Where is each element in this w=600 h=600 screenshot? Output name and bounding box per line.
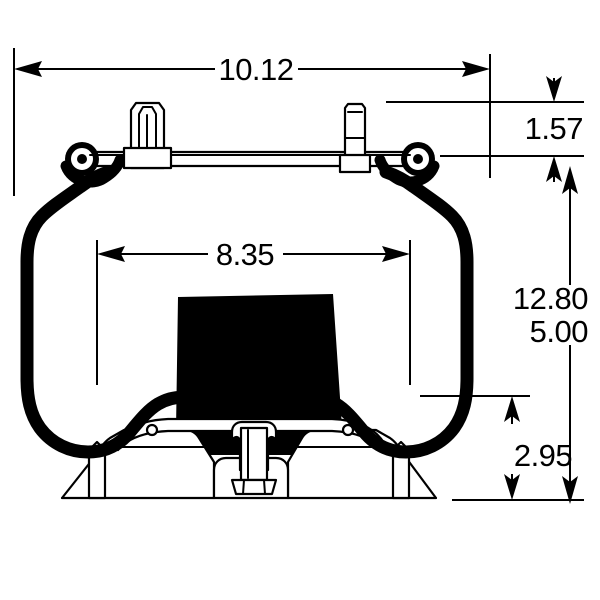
- dimension-label-extended-height: 12.80: [513, 281, 588, 316]
- air-stud-left-bore: [138, 106, 157, 149]
- arrow-head-top-overall-height: [562, 166, 578, 194]
- crimp-ring-right-inner: [413, 154, 423, 164]
- arrow-head-top-stud-height: [546, 76, 562, 102]
- dimension-piston-width: 8.35: [96, 237, 411, 385]
- base-left-wing: [60, 428, 216, 500]
- bolt-shaft: [239, 426, 269, 482]
- base-eyelet-right: [341, 423, 355, 437]
- dimension-label-piston-height: 2.95: [514, 438, 572, 473]
- dimension-overall-width: 10.12: [13, 48, 491, 196]
- bolt-nut-facet-right: [263, 479, 266, 495]
- mounting-stud-right: [338, 102, 372, 174]
- arrow-head-right-overall-width: [462, 61, 490, 77]
- base-eyelet-left: [145, 423, 159, 437]
- air-stud-left: [122, 101, 173, 170]
- piston-body: [173, 294, 350, 455]
- bead-plate-assembly: [60, 142, 440, 188]
- dimension-label-compressed-height: 5.00: [530, 314, 589, 349]
- dimension-piston-height: 2.95: [420, 395, 584, 501]
- dimension-label-stud-height: 1.57: [525, 111, 583, 146]
- air-stud-left-collar: [122, 146, 173, 170]
- center-bolt-assembly: [230, 420, 278, 496]
- rubber-bellows: [20, 165, 474, 459]
- arrow-head-bottom-stud-height: [546, 156, 562, 182]
- dimension-label-overall-width: 10.12: [218, 52, 293, 87]
- bellows-left-profile: [20, 165, 199, 459]
- bolt-hex-nut: [230, 478, 278, 496]
- dimension-label-piston-width: 8.35: [216, 237, 274, 272]
- arrow-head-left-overall-width: [14, 61, 42, 77]
- bolt-nut-facet-left: [242, 479, 245, 495]
- arrow-head-top-piston-height: [504, 396, 520, 422]
- dimension-stud-height: 1.57: [386, 76, 584, 182]
- crimp-ring-right-tail: [374, 154, 440, 188]
- crimp-ring-left-tail: [60, 154, 126, 188]
- piston-solid-fill: [173, 294, 350, 455]
- arrow-head-bottom-overall-height: [562, 476, 578, 504]
- bellows-right-profile: [295, 165, 474, 459]
- base-plate-assembly: [60, 417, 438, 500]
- crimp-ring-left: [60, 142, 126, 188]
- crimp-ring-right: [374, 142, 440, 188]
- dimension-overall-height: 12.80 5.00: [513, 166, 589, 504]
- mounting-stud-right-collar: [338, 153, 372, 174]
- arrow-head-right-piston-width: [382, 246, 410, 262]
- arrow-head-left-piston-width: [97, 246, 125, 262]
- arrow-head-bottom-piston-height: [504, 474, 520, 500]
- crimp-ring-left-inner: [77, 154, 87, 164]
- base-right-wing: [286, 428, 438, 500]
